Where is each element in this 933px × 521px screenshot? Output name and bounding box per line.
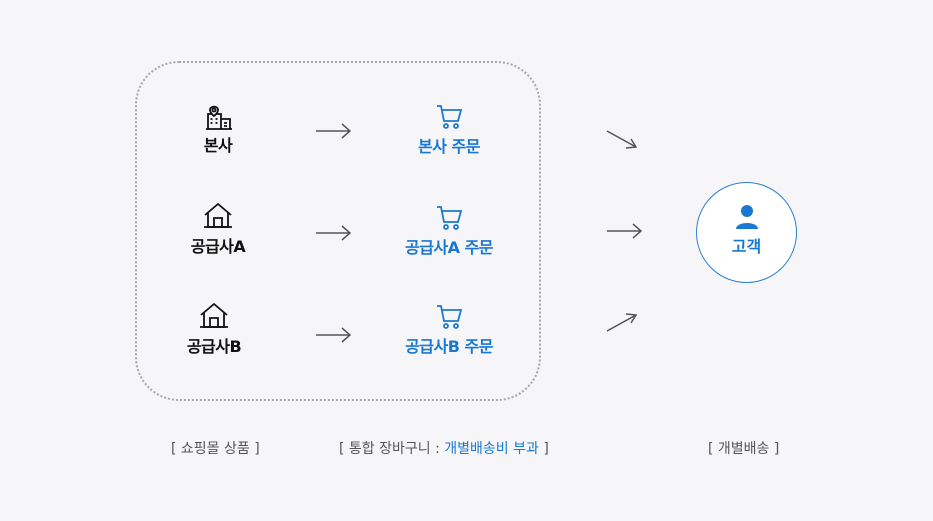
source-node-hq: 본사	[158, 100, 278, 156]
order-label-supplier-a: 공급사A 주문	[404, 238, 494, 257]
caption-products: [ 쇼핑몰 상품 ]	[171, 441, 260, 457]
cart-icon	[437, 105, 463, 129]
caption-cart-prefix: [ 통합 장바구니 :	[339, 441, 445, 457]
arrow-supplier-a-to-order	[316, 225, 352, 241]
cart-icon	[437, 206, 463, 230]
order-node-hq: 본사 주문	[389, 101, 509, 157]
cart-icon	[437, 305, 463, 329]
caption-individual-delivery: [ 개별배송 ]	[708, 441, 780, 457]
caption-cart-highlight: 개별배송비 부과	[444, 441, 539, 457]
source-label-hq: 본사	[203, 136, 233, 155]
arrow-order-hq-to-customer	[606, 130, 638, 149]
caption-integrated-cart: [ 통합 장바구니 : 개별배송비 부과 ]	[339, 438, 549, 458]
house-icon	[204, 202, 232, 228]
order-label-supplier-b: 공급사B 주문	[405, 337, 493, 356]
order-label-hq: 본사 주문	[418, 137, 480, 156]
building-location-icon	[206, 105, 232, 130]
arrow-supplier-b-to-order	[316, 327, 352, 343]
arrow-hq-to-order	[316, 123, 352, 139]
customer-node: 고객	[696, 182, 797, 283]
source-label-supplier-b: 공급사B	[186, 337, 242, 356]
arrow-order-supplier-b-to-customer	[606, 313, 638, 332]
caption-cart-suffix: ]	[538, 441, 549, 457]
person-icon	[735, 205, 758, 229]
house-icon	[200, 302, 228, 328]
customer-label: 고객	[731, 237, 762, 256]
integrated-cart-group	[135, 61, 541, 401]
arrow-order-supplier-a-to-customer	[607, 223, 643, 239]
order-node-supplier-a: 공급사A 주문	[389, 202, 509, 258]
order-node-supplier-b: 공급사B 주문	[389, 301, 509, 357]
source-node-supplier-a: 공급사A	[158, 201, 278, 257]
source-label-supplier-a: 공급사A	[190, 237, 246, 256]
source-node-supplier-b: 공급사B	[154, 301, 274, 357]
